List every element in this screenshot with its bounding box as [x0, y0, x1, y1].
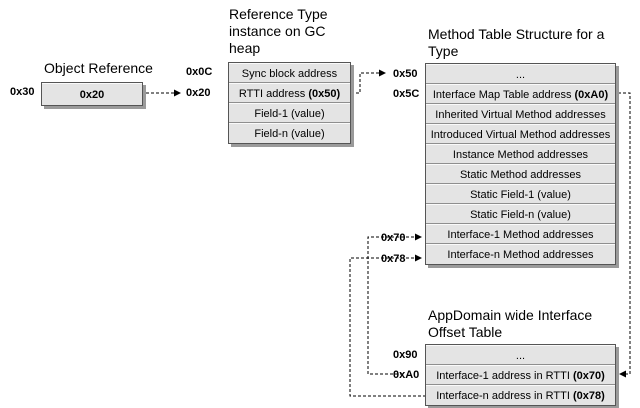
object-reference-title: Object Reference [44, 60, 153, 76]
method-table-address-0x70: 0x70 [381, 232, 406, 244]
interface-offset-table-title: AppDomain wide Interface Offset Table [428, 307, 593, 340]
object-reference-value: 0x20 [42, 83, 142, 105]
method-table-title: Method Table Structure for a Type [428, 26, 605, 59]
object-reference-address: 0x30 [10, 86, 35, 98]
interface-table-row: ... [426, 345, 615, 365]
method-table-row: Introduced Virtual Method addresses [426, 124, 615, 144]
method-table-row: Static Field-1 (value) [426, 184, 615, 204]
arrow-interface-map-to-offset-table [613, 92, 631, 378]
interface-table-row: Interface-n address in RTTI (0x78) [426, 385, 615, 405]
method-table-row: Interface Map Table address (0xA0) [426, 84, 615, 104]
method-table-row: Interface-1 Method addresses [426, 224, 615, 244]
instance-row: RTTI address (0x50) [229, 83, 350, 103]
method-table-address-0x50: 0x50 [393, 68, 418, 80]
reference-type-instance-table: Sync block address RTTI address (0x50) F… [228, 62, 351, 144]
method-table: ... Interface Map Table address (0xA0) I… [425, 63, 616, 265]
method-table-row: Static Method addresses [426, 164, 615, 184]
instance-address-0x0c: 0x0C [186, 66, 213, 78]
method-table-address-0x5c: 0x5C [393, 88, 420, 100]
instance-row: Sync block address [229, 63, 350, 83]
interface-table-address-0xa0: 0xA0 [393, 369, 420, 381]
reference-type-title: Reference Type instance on GC heap [229, 6, 328, 56]
method-table-row: Interface-n Method addresses [426, 244, 615, 264]
instance-address-0x20: 0x20 [186, 87, 211, 99]
interface-offset-table: ... Interface-1 address in RTTI (0x70) I… [425, 344, 616, 406]
object-reference-box: 0x20 [41, 82, 143, 106]
arrow-interfacen-to-0x78 [349, 254, 426, 397]
method-table-row: Inherited Virtual Method addresses [426, 104, 615, 124]
instance-row: Field-n (value) [229, 123, 350, 143]
arrow-rtti-to-methodtable [351, 69, 386, 94]
method-table-address-0x78: 0x78 [381, 253, 406, 265]
instance-row: Field-1 (value) [229, 103, 350, 123]
method-table-row: ... [426, 64, 615, 84]
interface-table-address-0x90: 0x90 [393, 349, 418, 361]
method-table-row: Instance Method addresses [426, 144, 615, 164]
method-table-row: Static Field-n (value) [426, 204, 615, 224]
interface-table-row: Interface-1 address in RTTI (0x70) [426, 365, 615, 385]
arrow-interface1-to-0x70 [367, 233, 422, 375]
